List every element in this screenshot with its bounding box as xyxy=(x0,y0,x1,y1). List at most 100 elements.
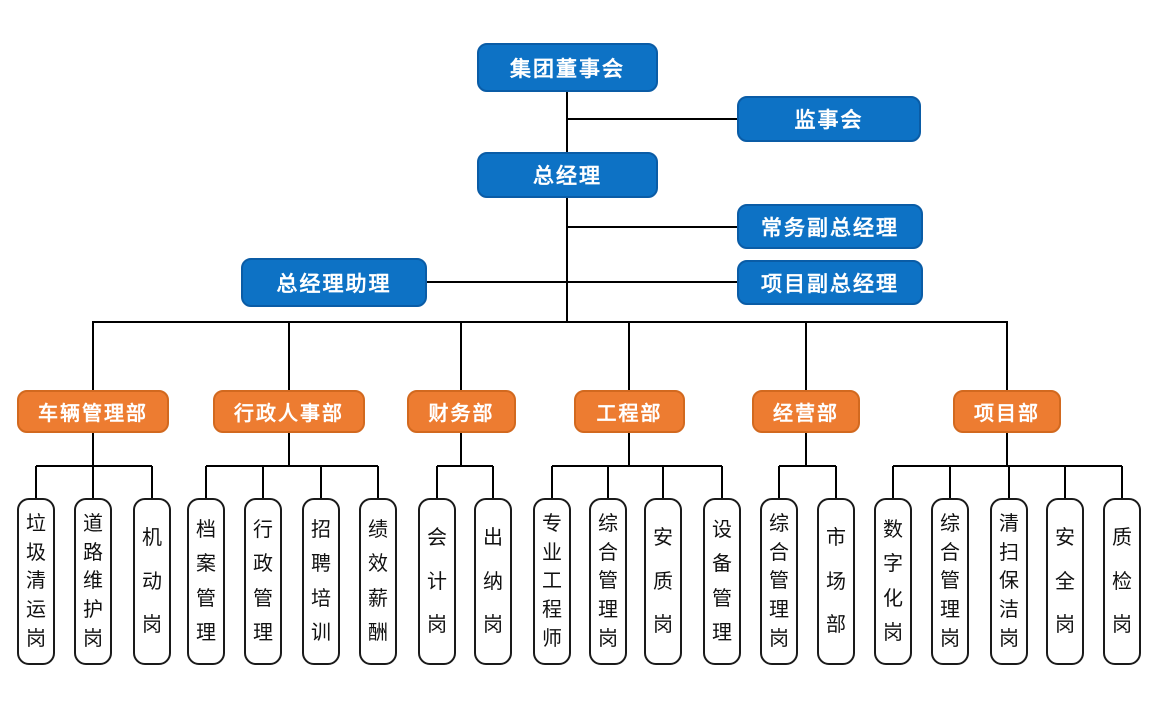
position-char: 岗 xyxy=(940,628,960,651)
node-dept-project[interactable]: 项目部 xyxy=(953,390,1061,433)
connector-line xyxy=(662,466,664,498)
position-char: 机 xyxy=(142,527,162,550)
position-char: 管 xyxy=(940,570,960,593)
node-label: 经营部 xyxy=(773,403,839,425)
position-box[interactable]: 绩效薪酬 xyxy=(359,498,397,665)
position-box[interactable]: 市场部 xyxy=(817,498,855,665)
position-char: 字 xyxy=(883,553,903,576)
connector-line xyxy=(36,465,152,467)
position-char: 管 xyxy=(196,587,216,610)
connector-line xyxy=(805,321,807,390)
node-label: 财务部 xyxy=(428,403,495,425)
position-char: 数 xyxy=(883,518,903,541)
position-char: 运 xyxy=(26,599,46,622)
position-box[interactable]: 清扫保洁岗 xyxy=(990,498,1028,665)
node-general-manager[interactable]: 总经理 xyxy=(477,152,658,198)
node-gm-assistant[interactable]: 总经理助理 xyxy=(241,258,427,307)
position-char: 程 xyxy=(542,599,562,622)
connector-line xyxy=(1006,433,1008,466)
position-box[interactable]: 机动岗 xyxy=(133,498,171,665)
position-box[interactable]: 设备管理 xyxy=(703,498,741,665)
position-char: 管 xyxy=(712,587,732,610)
connector-line xyxy=(377,466,379,498)
position-char: 动 xyxy=(142,570,162,593)
connector-line xyxy=(1064,466,1066,498)
connector-line xyxy=(437,465,493,467)
node-dept-engineering[interactable]: 工程部 xyxy=(574,390,685,433)
connector-line xyxy=(436,466,438,498)
position-char: 圾 xyxy=(26,541,46,564)
position-box[interactable]: 安质岗 xyxy=(644,498,682,665)
position-char: 扫 xyxy=(999,541,1019,564)
connector-line xyxy=(288,433,290,466)
connector-line xyxy=(92,321,1008,323)
node-label: 项目部 xyxy=(974,403,1040,425)
position-char: 岗 xyxy=(999,628,1019,651)
connector-line xyxy=(805,433,807,466)
position-char: 综 xyxy=(598,512,618,535)
position-char: 酬 xyxy=(368,622,388,645)
node-exec-deputy-gm[interactable]: 常务副总经理 xyxy=(737,204,923,249)
node-label: 常务副总经理 xyxy=(761,216,899,240)
connector-line xyxy=(460,321,462,390)
position-char: 案 xyxy=(196,553,216,576)
position-char: 出 xyxy=(483,527,503,550)
node-project-deputy-gm[interactable]: 项目副总经理 xyxy=(737,260,923,305)
position-char: 工 xyxy=(542,570,562,593)
node-dept-finance[interactable]: 财务部 xyxy=(407,390,516,433)
connector-line xyxy=(835,466,837,498)
position-char: 护 xyxy=(83,599,103,622)
position-char: 综 xyxy=(940,512,960,535)
node-dept-vehicle-management[interactable]: 车辆管理部 xyxy=(17,390,169,433)
position-char: 薪 xyxy=(368,587,388,610)
position-box[interactable]: 综合管理岗 xyxy=(589,498,627,665)
position-char: 招 xyxy=(311,518,331,541)
connector-line xyxy=(949,466,951,498)
node-dept-operations[interactable]: 经营部 xyxy=(752,390,860,433)
position-char: 洁 xyxy=(999,599,1019,622)
node-label: 监事会 xyxy=(794,109,864,132)
position-box[interactable]: 质检岗 xyxy=(1103,498,1141,665)
position-box[interactable]: 综合管理岗 xyxy=(931,498,969,665)
node-label: 工程部 xyxy=(596,403,663,425)
position-char: 岗 xyxy=(598,628,618,651)
position-char: 理 xyxy=(196,622,216,645)
position-box[interactable]: 专业工程师 xyxy=(533,498,571,665)
connector-line xyxy=(1006,321,1008,390)
position-char: 道 xyxy=(83,512,103,535)
position-box[interactable]: 数字化岗 xyxy=(874,498,912,665)
connector-line xyxy=(205,466,207,498)
position-char: 岗 xyxy=(653,613,673,636)
connector-line xyxy=(92,321,94,390)
position-char: 安 xyxy=(653,527,673,550)
position-box[interactable]: 行政管理 xyxy=(244,498,282,665)
connector-line xyxy=(288,321,290,390)
connector-line xyxy=(320,466,322,498)
connector-line xyxy=(35,466,37,498)
position-char: 综 xyxy=(769,512,789,535)
node-label: 总经理助理 xyxy=(276,272,392,296)
position-char: 部 xyxy=(826,613,846,636)
position-box[interactable]: 综合管理岗 xyxy=(760,498,798,665)
position-char: 业 xyxy=(542,541,562,564)
connector-line xyxy=(551,466,553,498)
position-box[interactable]: 出纳岗 xyxy=(474,498,512,665)
position-box[interactable]: 档案管理 xyxy=(187,498,225,665)
position-char: 理 xyxy=(769,599,789,622)
position-char: 岗 xyxy=(26,628,46,651)
position-box[interactable]: 会计岗 xyxy=(418,498,456,665)
position-box[interactable]: 道路维护岗 xyxy=(74,498,112,665)
node-supervisory[interactable]: 监事会 xyxy=(737,96,921,142)
connector-line xyxy=(567,281,737,283)
position-box[interactable]: 安全岗 xyxy=(1046,498,1084,665)
node-board[interactable]: 集团董事会 xyxy=(477,43,658,92)
position-box[interactable]: 招聘培训 xyxy=(302,498,340,665)
connector-line xyxy=(92,433,94,466)
connector-line xyxy=(567,226,737,228)
position-char: 场 xyxy=(826,570,846,593)
node-dept-admin-hr[interactable]: 行政人事部 xyxy=(213,390,365,433)
position-char: 岗 xyxy=(427,613,447,636)
position-box[interactable]: 垃圾清运岗 xyxy=(17,498,55,665)
position-char: 合 xyxy=(769,541,789,564)
